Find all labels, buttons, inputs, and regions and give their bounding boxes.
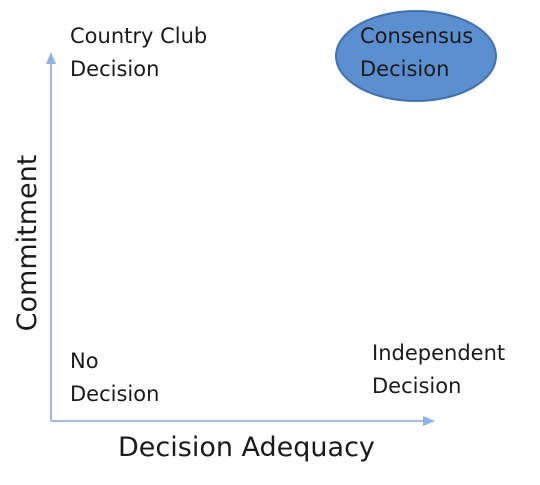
consensus-ellipse <box>335 10 497 102</box>
quadrant-independent-line-2: Decision <box>372 374 462 398</box>
x-axis <box>51 416 435 426</box>
quadrant-independent-line-1: Independent <box>372 341 506 365</box>
x-axis-arrow-icon <box>423 416 435 426</box>
y-axis-title: Commitment <box>12 154 43 332</box>
quadrant-country-club-label: Country Club Decision <box>70 20 207 86</box>
quadrant-no-decision-line-1: No <box>70 349 99 373</box>
quadrant-consensus-line-2: Decision <box>360 57 450 81</box>
quadrant-consensus-line-1: Consensus <box>360 24 474 48</box>
quadrant-no-decision-line-2: Decision <box>70 382 160 406</box>
x-axis-title: Decision Adequacy <box>118 432 375 463</box>
quadrant-country-club-line-2: Decision <box>70 57 160 81</box>
y-axis-arrow-icon <box>46 52 56 64</box>
quadrant-independent-label: Independent Decision <box>372 337 505 403</box>
quadrant-no-decision-label: No Decision <box>70 345 159 411</box>
quadrant-consensus-label: Consensus Decision <box>360 20 473 86</box>
y-axis <box>46 52 56 421</box>
quadrant-country-club-line-1: Country Club <box>70 24 208 48</box>
